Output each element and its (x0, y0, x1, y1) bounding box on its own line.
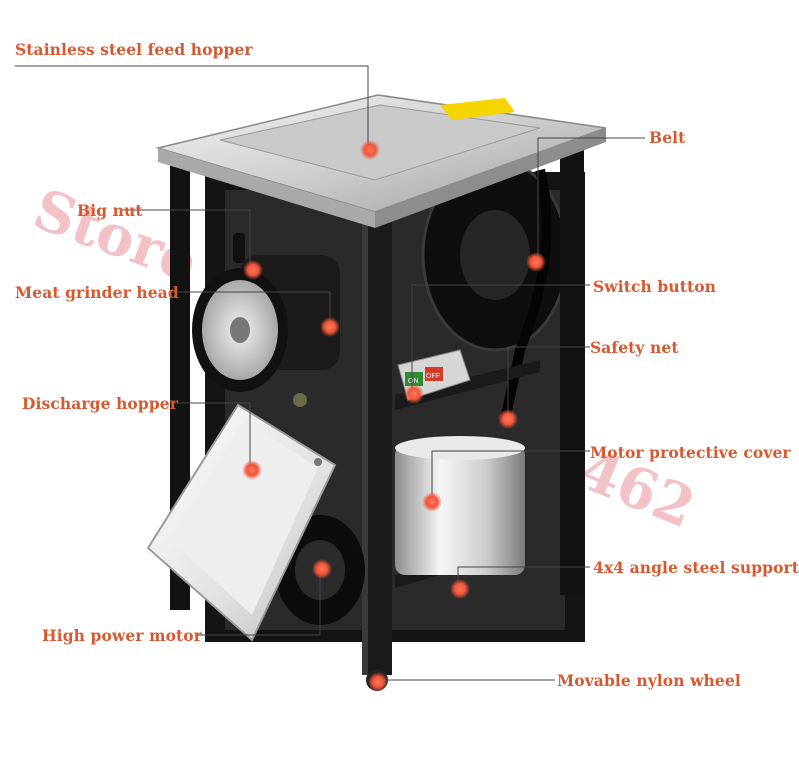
label-motor: High power motor (42, 626, 202, 645)
callout-markers (242, 140, 546, 692)
label-angle-support: 4x4 angle steel support (593, 558, 799, 577)
label-motor-cover: Motor protective cover (590, 443, 791, 462)
label-big-nut: Big nut (77, 201, 143, 220)
discharge-hopper (146, 403, 337, 642)
label-switch-button: Switch button (593, 277, 717, 296)
label-discharge-hopper: Discharge hopper (22, 394, 178, 413)
switch-on-button[interactable] (405, 372, 423, 386)
motor-protective-cover (395, 436, 525, 575)
switch-off-button[interactable] (425, 367, 443, 381)
switch-off-label: OFF (426, 373, 440, 380)
label-safety-net: Safety net (590, 338, 679, 357)
leader-lines (15, 65, 645, 681)
warning-sticker (440, 98, 515, 120)
switch-on-label: ON (408, 378, 419, 385)
label-belt: Belt (649, 128, 686, 147)
feed-hopper (155, 94, 607, 228)
label-grinder-head: Meat grinder head (15, 283, 179, 302)
meat-grinder-head (192, 233, 340, 407)
label-feed-hopper: Stainless steel feed hopper (15, 40, 253, 59)
label-wheel: Movable nylon wheel (557, 671, 741, 690)
